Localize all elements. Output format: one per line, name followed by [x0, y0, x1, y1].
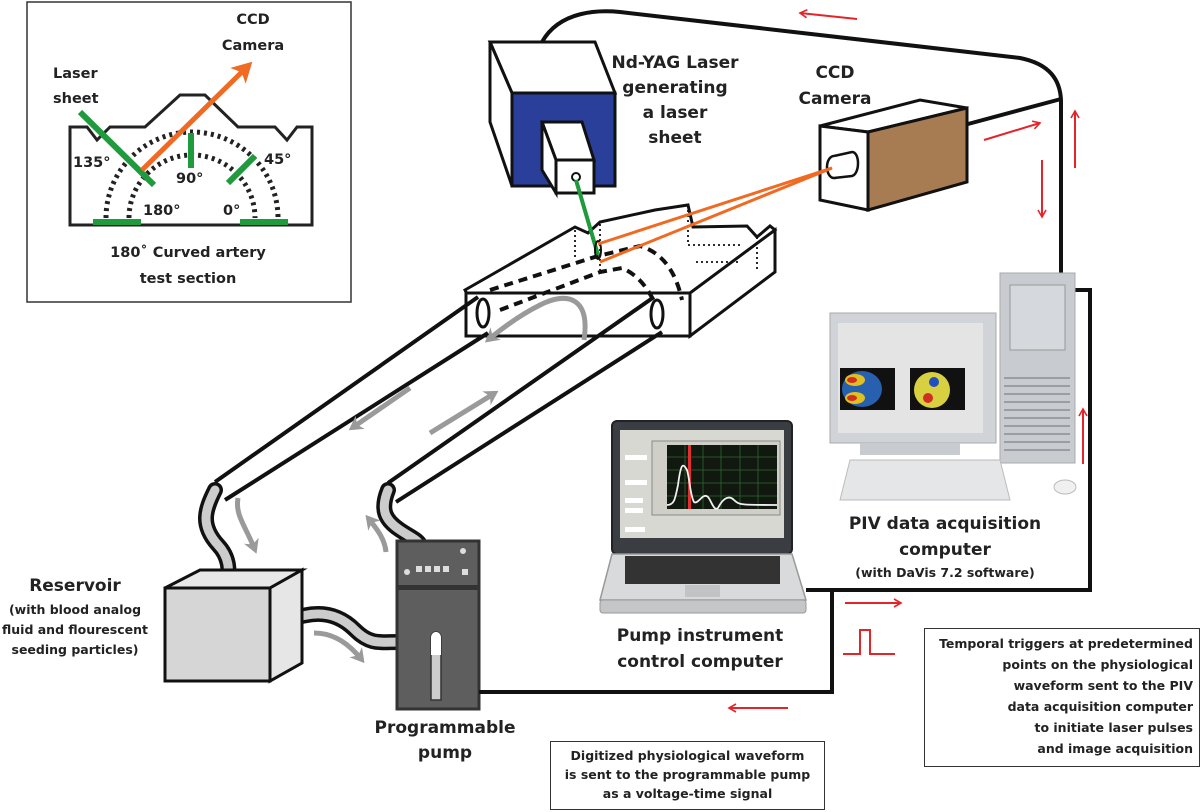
pump-label: pump: [418, 743, 472, 763]
waveform-note-line: Digitized physiological waveform: [570, 748, 805, 763]
reservoir-description: (with blood analog: [9, 602, 141, 617]
pump-control-laptop: [599, 420, 808, 614]
tube-inlet: [386, 295, 665, 504]
laser-label: a laser: [643, 103, 708, 123]
waveform-trace: [666, 464, 778, 510]
inset-laser-label: sheet: [53, 91, 99, 107]
reservoir-description: seeding particles): [12, 642, 139, 657]
trigger-note-line: to initiate laser pulses: [1034, 720, 1193, 735]
camera-view-line: [597, 166, 833, 246]
reservoir: [163, 567, 308, 684]
test-section: [463, 203, 778, 340]
camera-view-line: [599, 166, 833, 264]
flow-arrow-into-reservoir: [234, 497, 259, 554]
camera-label: Camera: [798, 89, 871, 109]
nd-yag-laser: [487, 40, 618, 199]
waveform-note-line: is sent to the programmable pump: [564, 767, 811, 782]
laser-label: sheet: [648, 128, 701, 148]
angle-label-0: 0°: [223, 203, 240, 219]
trigger-pulse-icon: [843, 629, 895, 655]
waveform-note: Digitized physiological waveform is sent…: [550, 741, 825, 810]
trigger-marker: [688, 445, 691, 509]
pump-computer-label: Pump instrument: [617, 626, 784, 646]
inset-panel: CCD Camera Laser sheet 135° 90° 45° 180°…: [26, 1, 352, 303]
inset-subtitle: test section: [140, 271, 237, 287]
inset-camera-view-arrow: [140, 61, 253, 172]
laser-label: Nd-YAG Laser: [611, 53, 739, 73]
waveform-plot: [667, 445, 777, 509]
pump-button[interactable]: [462, 569, 468, 575]
piv-computer-label: computer: [899, 540, 991, 560]
laser-sheet-plane: [594, 240, 602, 260]
laser-beam: [574, 179, 600, 256]
inset-laser-sheet-45: [225, 153, 258, 186]
trigger-note-line: and image acquisition: [1037, 741, 1193, 756]
pump-indicator-light: [460, 548, 466, 554]
piv-software-label: (with DaVis 7.2 software): [855, 565, 1034, 580]
flow-arrow-return: [348, 385, 412, 431]
programmable-pump: [395, 539, 481, 711]
piv-computer: [829, 272, 1077, 501]
pump-computer-label: control computer: [617, 652, 783, 672]
laser-aperture: [571, 172, 581, 182]
trigger-note-line: Temporal triggers at predetermined: [939, 636, 1193, 651]
signal-arrow-to-camera: [983, 120, 1042, 141]
flow-arrow-to-pump: [313, 630, 365, 664]
ccd-camera: [818, 98, 969, 212]
pump-label: Programmable: [375, 718, 516, 738]
inset-laser-sheet-135: [77, 109, 157, 188]
trigger-cable-top: [540, 9, 1063, 278]
signal-arrow-left-top: [798, 9, 858, 20]
trigger-note-line: points on the physiological: [1002, 657, 1193, 672]
flow-arrow-supply: [428, 390, 499, 436]
pump-button[interactable]: [443, 566, 449, 572]
flow-arrow-out-of-pump: [365, 514, 389, 553]
reservoir-label: Reservoir: [29, 576, 121, 596]
pump-knob[interactable]: [404, 569, 410, 575]
reservoir-description: fluid and flourescent: [2, 622, 148, 637]
laser-label: generating: [622, 78, 727, 98]
flow-arrow-test-section: [484, 295, 588, 343]
pump-button[interactable]: [416, 566, 422, 572]
inset-laser-label: Laser: [53, 66, 98, 82]
trigger-cable: [832, 288, 1092, 592]
camera-label: CCD: [815, 63, 854, 83]
trigger-note-line: waveform sent to the PIV: [1013, 678, 1193, 693]
inset-camera-label: Camera: [222, 38, 284, 54]
trigger-note-line: data acquisition computer: [1007, 699, 1193, 714]
trigger-note: Temporal triggers at predetermined point…: [924, 628, 1200, 767]
pump-button[interactable]: [425, 566, 431, 572]
angle-label-45: 45°: [264, 152, 291, 168]
angle-label-90: 90°: [176, 171, 203, 187]
waveform-note-line: as a voltage-time signal: [602, 786, 773, 801]
piv-computer-label: PIV data acquisition: [849, 514, 1041, 534]
inset-outer-dotted-arc: [103, 129, 281, 219]
camera-cable: [967, 97, 1062, 126]
angle-label-180: 180°: [143, 203, 181, 219]
waveform-cable: [479, 588, 834, 694]
pump-button[interactable]: [434, 566, 440, 572]
inset-camera-label: CCD: [236, 12, 269, 28]
inset-title: 180˚ Curved artery: [110, 244, 266, 261]
angle-label-135: 135°: [73, 155, 111, 171]
